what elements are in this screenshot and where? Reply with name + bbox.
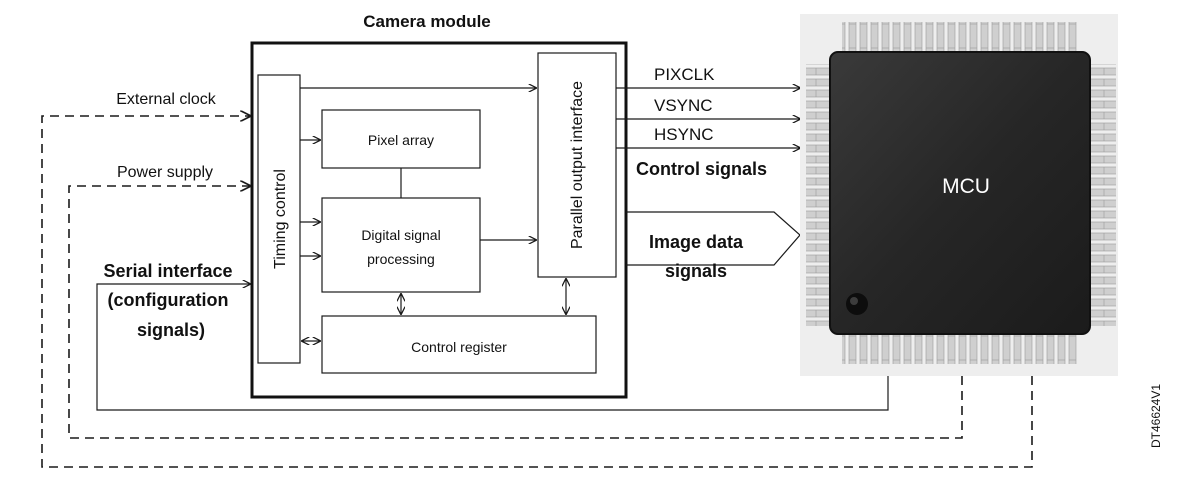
timing-control-label: Timing control <box>272 169 289 269</box>
camera-module-title: Camera module <box>363 12 491 31</box>
external-clock-line <box>41 116 1033 468</box>
pixel-array-label: Pixel array <box>368 132 434 148</box>
serial-interface-label-1: Serial interface <box>103 261 232 281</box>
hsync-label: HSYNC <box>654 125 714 144</box>
mcu-label: MCU <box>942 175 990 198</box>
mcu-chip: MCU <box>800 14 1118 376</box>
dsp-label-line2: processing <box>367 251 435 267</box>
control-register-label: Control register <box>411 339 507 355</box>
serial-interface-label-3: signals) <box>137 320 205 340</box>
dsp-block <box>321 197 481 293</box>
camera-module-frame <box>250 41 628 399</box>
vsync-label: VSYNC <box>654 96 713 115</box>
pixel-array-block <box>321 109 481 169</box>
mcu-pins-bottom <box>842 334 1078 364</box>
mcu-pins-top <box>842 22 1078 52</box>
doc-id-label: DT46624V1 <box>1149 384 1163 448</box>
control-signals-label: Control signals <box>636 159 767 179</box>
mcu-chip-body <box>829 51 1091 335</box>
image-data-label-1: Image data <box>649 232 744 252</box>
control-register-block <box>321 315 597 374</box>
pixclk-label: PIXCLK <box>654 65 715 84</box>
parallel-output-block <box>537 52 617 278</box>
power-supply-label: Power supply <box>117 164 213 181</box>
serial-interface-line <box>96 284 889 411</box>
power-supply-line <box>68 186 963 439</box>
dsp-label-line1: Digital signal <box>361 227 440 243</box>
serial-interface-label-2: (configuration <box>108 290 229 310</box>
parallel-output-label: Parallel output interface <box>569 81 586 249</box>
mcu-pin1-dot <box>846 293 868 315</box>
external-clock-label: External clock <box>116 91 217 108</box>
timing-control-block <box>257 74 301 364</box>
image-data-label-2: signals <box>665 261 727 281</box>
